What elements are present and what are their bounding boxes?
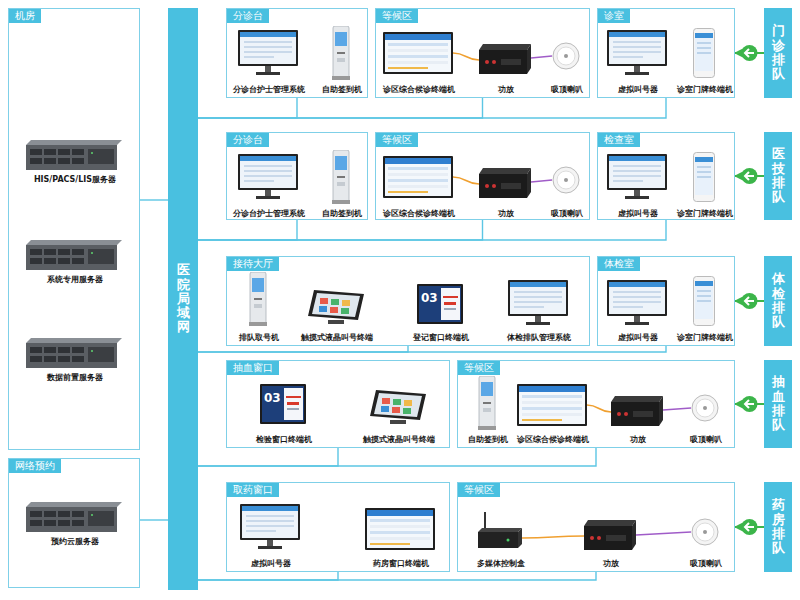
- queue-name: 药房排队: [772, 498, 785, 555]
- server-room-panel: 网络预约预约云服务器: [8, 458, 140, 588]
- network-link: [198, 220, 483, 240]
- screen-number: 03: [421, 291, 438, 305]
- zone-title: 取药窗口: [227, 483, 279, 497]
- device-caption: 系统专用服务器: [47, 275, 103, 285]
- device-caption: 诊区综合候诊终端机: [383, 85, 455, 95]
- zone-box: 取药窗口虚拟叫号器 药房窗口终端机: [226, 482, 450, 572]
- network-link: [198, 98, 666, 118]
- zone-title: 抽血窗口: [227, 361, 279, 375]
- queue-name: 抽血排队: [772, 375, 785, 432]
- zone-box: 等候区自助签到机诊区综合候诊终端机 功放 吸顶喇叭: [457, 360, 735, 448]
- network-link: [140, 199, 168, 200]
- network-link: [198, 220, 666, 240]
- network-link: [198, 572, 596, 580]
- zone-box: 分诊台分诊台护士管理系统 自助签到机: [226, 132, 368, 220]
- network-link: [198, 346, 666, 352]
- network-link: [198, 98, 483, 118]
- device-caption: 诊区综合候诊终端机: [383, 209, 455, 219]
- zone-box: 等候区多媒体控制盒 功放 吸顶喇叭: [457, 482, 735, 572]
- zone-box: 检查室虚拟叫号器 诊室门牌终端机: [597, 132, 735, 220]
- device-caption: 触摸式液晶叫号终端: [301, 333, 373, 343]
- network-link: [198, 448, 596, 466]
- device-caption: 预约云服务器: [51, 537, 99, 547]
- device-caption: 功放: [603, 559, 619, 569]
- device-caption: 虚拟叫号器: [251, 559, 291, 569]
- network-link: [198, 220, 297, 240]
- zone-title: 机房: [9, 9, 41, 23]
- device-caption: 诊室门牌终端机: [677, 333, 733, 343]
- zone-title: 等候区: [376, 133, 418, 147]
- device-caption: 分诊台护士管理系统: [233, 85, 305, 95]
- queue-tab: 医技排队: [764, 132, 792, 220]
- zone-box: 诊室虚拟叫号器 诊室门牌终端机: [597, 8, 735, 98]
- device-caption: 体检排队管理系统: [507, 333, 571, 343]
- device-caption: 诊室门牌终端机: [677, 209, 733, 219]
- device-caption: 自助签到机: [322, 85, 362, 95]
- device-caption: 虚拟叫号器: [618, 209, 658, 219]
- device-caption: 吸顶喇叭: [551, 85, 583, 95]
- device-caption: 功放: [498, 85, 514, 95]
- server-room-panel: 机房 HIS/PACS/LIS服务器系统专用服务器数据前置服务器: [8, 8, 140, 450]
- network-link: [198, 346, 408, 352]
- zone-box: 等候区诊区综合候诊终端机 功放 吸顶喇叭: [375, 8, 590, 98]
- device-caption: 药房窗口终端机: [373, 559, 429, 569]
- zone-box: 抽血窗口检验窗口终端机 触摸式液晶叫号终端: [226, 360, 450, 448]
- zone-box: 接待大厅排队取号机 触摸式液晶叫号终端 登记窗口终端机 体检排队管理系统: [226, 256, 590, 346]
- zone-title: 分诊台: [227, 133, 269, 147]
- device-caption: 自助签到机: [322, 209, 362, 219]
- device-caption: 多媒体控制盒: [477, 559, 525, 569]
- queue-tab: 门诊排队: [764, 8, 792, 98]
- zone-title: 检查室: [598, 133, 640, 147]
- queue-tab: 体检排队: [764, 256, 792, 346]
- device-caption: 吸顶喇叭: [690, 559, 722, 569]
- device-caption: 诊区综合候诊终端机: [517, 435, 589, 445]
- device-caption: 吸顶喇叭: [690, 435, 722, 445]
- queue-name: 体检排队: [772, 272, 785, 329]
- zone-title: 分诊台: [227, 9, 269, 23]
- network-link: [198, 98, 297, 118]
- device-caption: 吸顶喇叭: [551, 209, 583, 219]
- device-caption: 登记窗口终端机: [413, 333, 469, 343]
- zone-title: 网络预约: [9, 459, 61, 473]
- zone-title: 等候区: [458, 361, 500, 375]
- device-caption: 诊室门牌终端机: [677, 85, 733, 95]
- device-caption: 虚拟叫号器: [618, 333, 658, 343]
- queue-tab: 药房排队: [764, 482, 792, 572]
- device-caption: 触摸式液晶叫号终端: [363, 435, 435, 445]
- zone-box: 等候区诊区综合候诊终端机 功放 吸顶喇叭: [375, 132, 590, 220]
- zone-title: 体检室: [598, 257, 640, 271]
- zone-box: 体检室虚拟叫号器 诊室门牌终端机: [597, 256, 735, 346]
- zone-box: 分诊台分诊台护士管理系统 自助签到机: [226, 8, 368, 98]
- lan-band: 医院局域网: [168, 8, 198, 590]
- device-caption: 自助签到机: [468, 435, 508, 445]
- network-name: 医院局域网: [177, 263, 190, 334]
- queue-tab: 抽血排队: [764, 360, 792, 448]
- network-link: [198, 572, 338, 580]
- screen-number: 03: [264, 391, 281, 405]
- queue-name: 医技排队: [772, 147, 785, 204]
- device-caption: HIS/PACS/LIS服务器: [34, 175, 116, 185]
- device-caption: 数据前置服务器: [47, 373, 103, 383]
- device-caption: 排队取号机: [239, 333, 279, 343]
- zone-title: 接待大厅: [227, 257, 279, 271]
- zone-title: 等候区: [376, 9, 418, 23]
- network-link: [140, 519, 168, 520]
- device-caption: 功放: [498, 209, 514, 219]
- queue-name: 门诊排队: [772, 24, 785, 81]
- zone-title: 诊室: [598, 9, 630, 23]
- device-caption: 虚拟叫号器: [618, 85, 658, 95]
- device-caption: 检验窗口终端机: [256, 435, 312, 445]
- zone-title: 等候区: [458, 483, 500, 497]
- network-link: [198, 448, 338, 466]
- device-caption: 功放: [630, 435, 646, 445]
- device-caption: 分诊台护士管理系统: [233, 209, 305, 219]
